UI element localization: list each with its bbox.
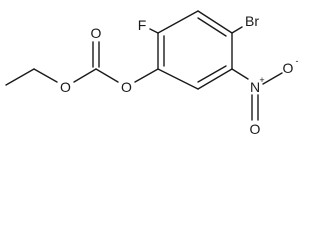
bond-carbonyl-c-o bbox=[95, 68, 119, 83]
atom-nitrogen: N bbox=[250, 79, 260, 95]
bond-o-ring bbox=[134, 68, 159, 83]
bond-nitrogen-oxygen-minus bbox=[262, 72, 283, 85]
atom-oxygen-nitro-double: O bbox=[250, 121, 261, 137]
atom-oxygen-nitro-minus: O bbox=[283, 60, 294, 76]
atom-bromine: Br bbox=[245, 13, 259, 29]
chemical-structure-diagram: O O O F Br N + O O - bbox=[5, 10, 299, 137]
ring-inner-bond-1 bbox=[197, 17, 227, 37]
bond-ring-fluorine bbox=[149, 28, 159, 34]
bond-ethyl-ch3-ch2 bbox=[5, 68, 35, 86]
atom-labels: O O O F Br N + O O - bbox=[60, 13, 298, 137]
ring-bond-3 bbox=[197, 10, 233, 34]
bond-ring-nitrogen bbox=[231, 68, 249, 80]
atom-fluorine: F bbox=[138, 17, 147, 33]
bond-o-carbonyl-c bbox=[73, 68, 97, 83]
oxygen-negative-charge: - bbox=[296, 56, 299, 66]
bond-ring-bromine bbox=[231, 26, 243, 34]
bond-ethyl-ch2-o bbox=[33, 68, 58, 83]
atom-oxygen-ester-1: O bbox=[60, 79, 71, 95]
atom-oxygen-carbonyl: O bbox=[91, 25, 102, 41]
bonds bbox=[5, 10, 283, 121]
ring-bond-5 bbox=[197, 68, 233, 90]
ring-bond-2 bbox=[157, 10, 199, 34]
ring-bond-6 bbox=[157, 68, 199, 90]
atom-oxygen-ester-2: O bbox=[121, 79, 132, 95]
ring-inner-bond-2 bbox=[197, 65, 227, 83]
nitrogen-positive-charge: + bbox=[259, 75, 264, 85]
